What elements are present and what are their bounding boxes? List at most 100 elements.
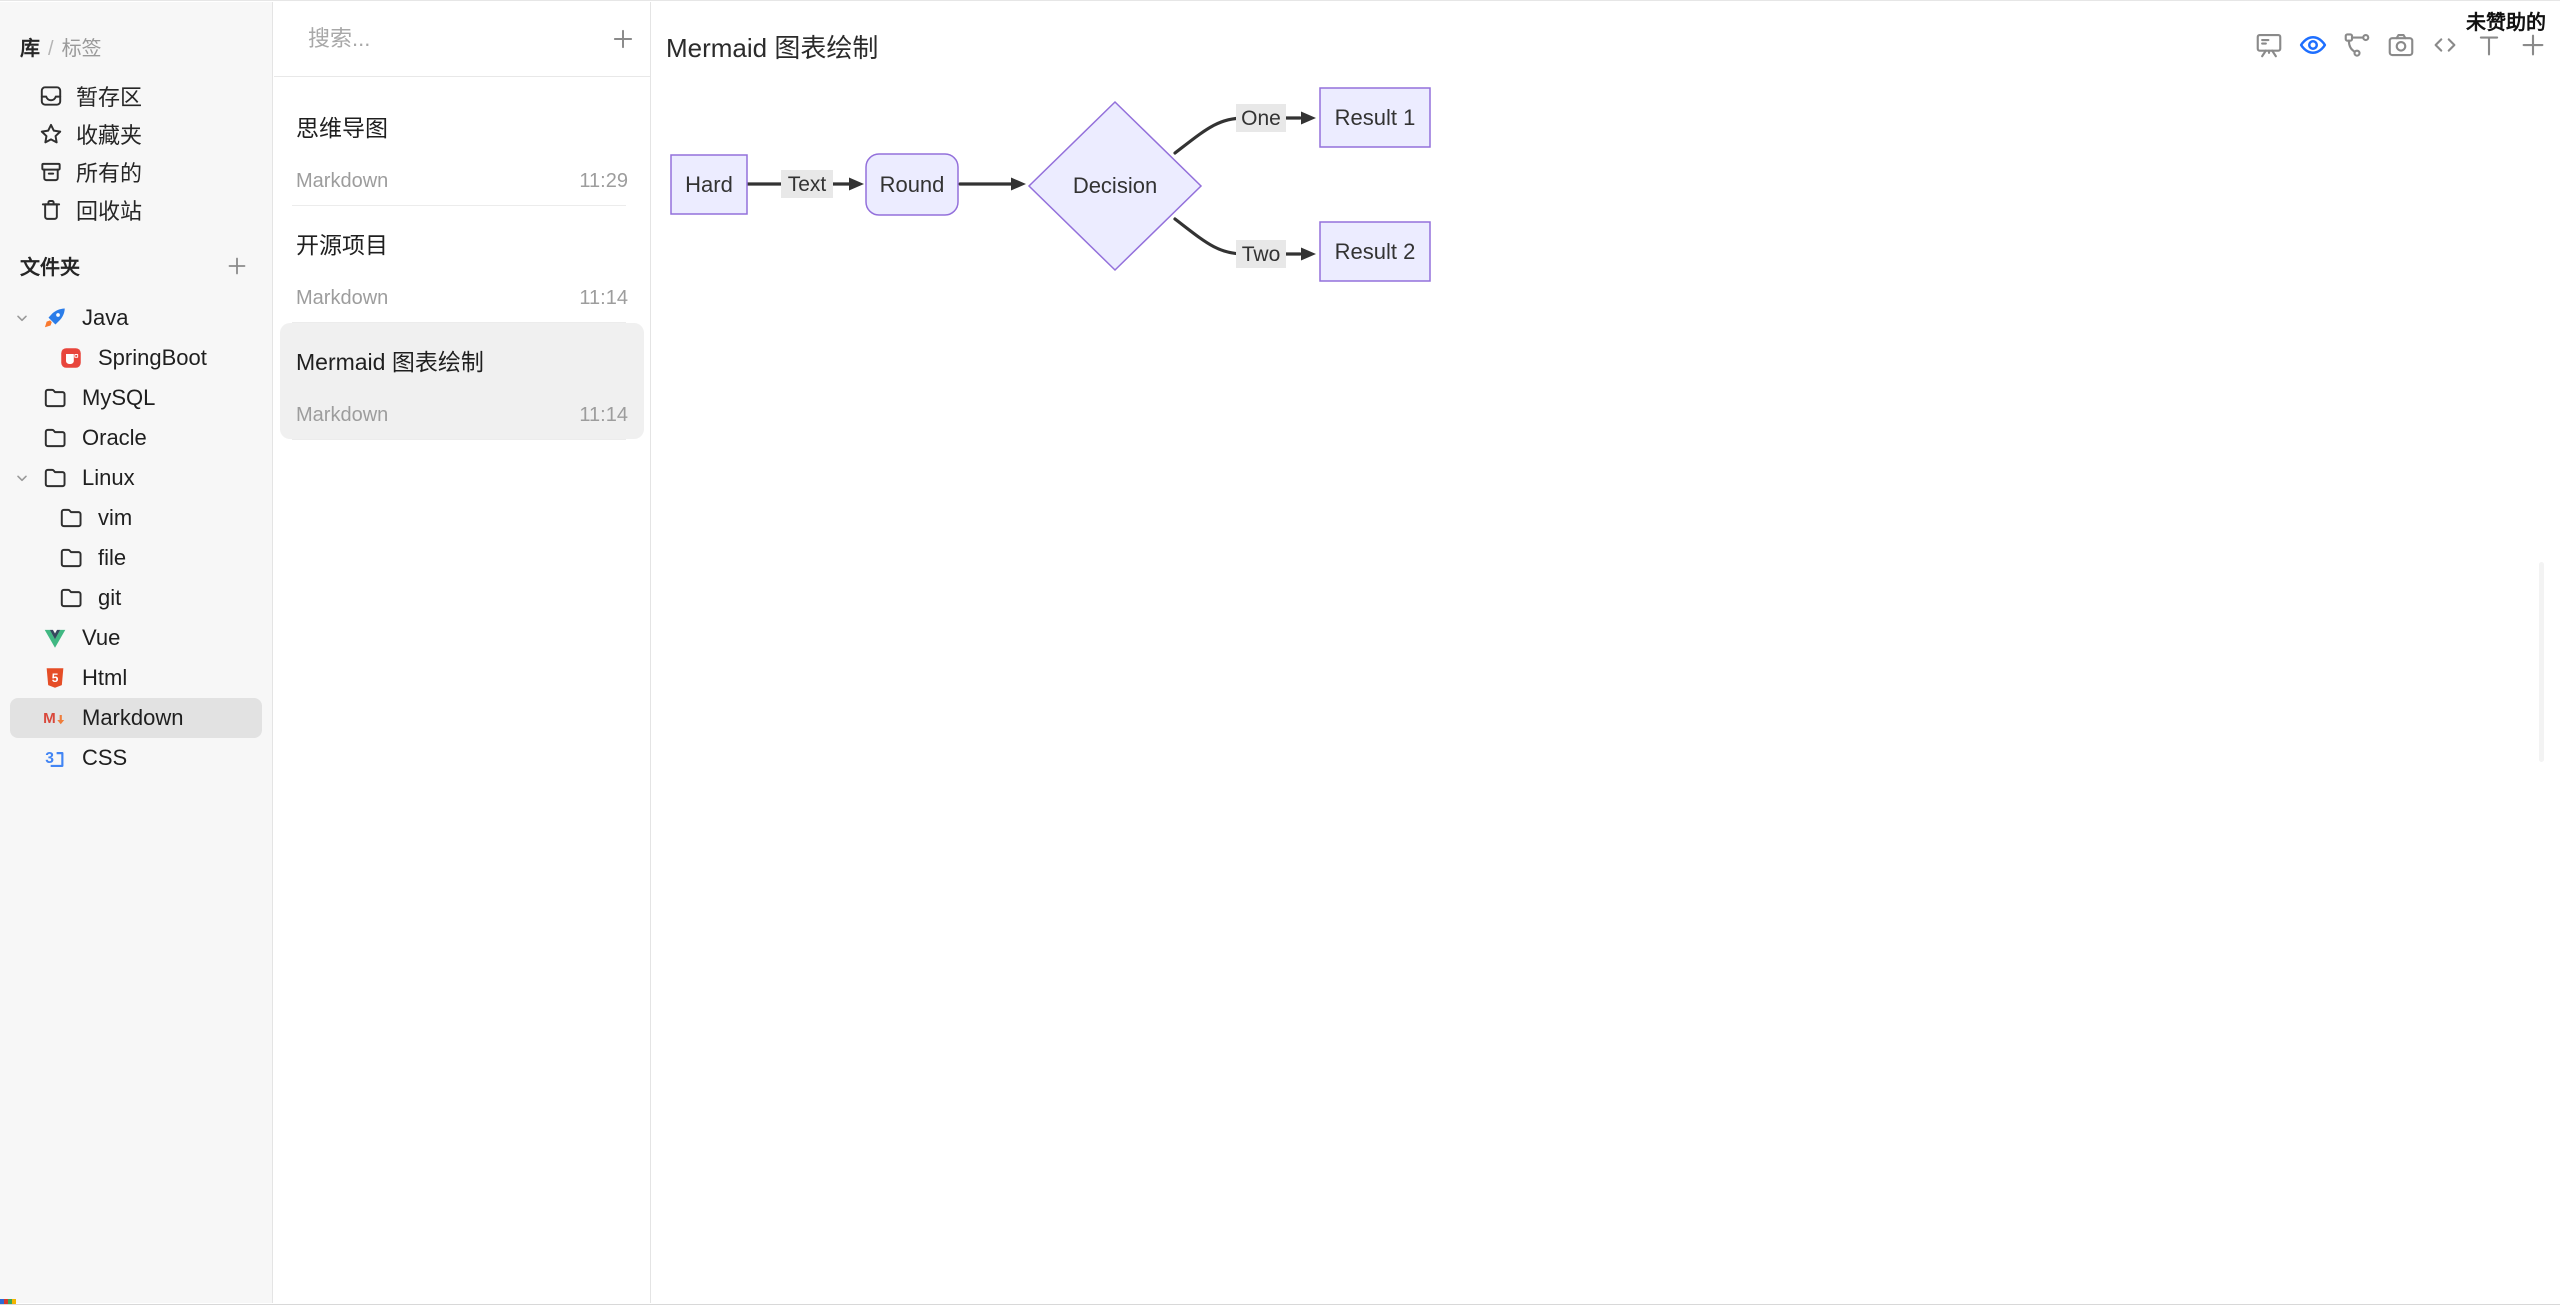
search-bar: [274, 2, 650, 77]
note-title: 开源项目: [296, 232, 388, 258]
scrollbar[interactable]: [2539, 562, 2544, 762]
folder-label: Oracle: [82, 425, 147, 450]
library-label[interactable]: 库: [20, 38, 40, 60]
folder-row-mysql[interactable]: MySQL: [0, 378, 272, 418]
folder-row-linux[interactable]: Linux: [0, 458, 272, 498]
folder-label: Vue: [82, 625, 121, 650]
node-label: Decision: [1073, 173, 1157, 198]
presentation-icon: [2256, 33, 2281, 57]
springboot-icon: [61, 348, 81, 368]
chevron-down-icon[interactable]: [14, 470, 30, 486]
folder-label: CSS: [82, 745, 128, 770]
folder-label: Java: [82, 305, 129, 330]
note-time: 11:29: [579, 170, 628, 192]
folder-icon: [44, 388, 66, 408]
tags-label[interactable]: 标签: [61, 38, 102, 60]
folder-row-vim[interactable]: vim: [0, 498, 272, 538]
folder-label: vim: [98, 505, 133, 530]
folder-row-html[interactable]: 5 Html: [0, 658, 272, 698]
node-result2: [1319, 221, 1431, 282]
node-label: Round: [880, 172, 945, 197]
edge-label: One: [1241, 107, 1281, 130]
library-items: 暂存区 收藏夹 所有的 回收站: [0, 77, 272, 229]
plus-icon: [613, 29, 633, 49]
vue-icon: [44, 629, 66, 648]
sponsor-badge: 未赞助的: [2466, 12, 2546, 34]
archive-icon: [41, 162, 61, 182]
sidebar-item-trash[interactable]: 回收站: [0, 191, 272, 229]
folder-icon: [60, 588, 82, 608]
java-icon: [44, 308, 65, 328]
edge-label: Text: [788, 173, 827, 196]
screenshot-button[interactable]: [2385, 29, 2416, 60]
css-icon: 3: [45, 750, 64, 767]
folder-label: file: [98, 545, 127, 570]
folder-row-css[interactable]: 3 CSS: [0, 738, 272, 778]
folder-label: git: [98, 585, 122, 610]
node-hard: [670, 154, 748, 215]
note-divider: [292, 322, 626, 323]
breadcrumb-separator: /: [48, 38, 54, 60]
library-sidebar: 库 / 标签 document.currentScript.previousEl…: [0, 2, 273, 1303]
sidebar-item-label: 所有的: [76, 161, 143, 186]
add-folder-button[interactable]: [224, 253, 250, 279]
folder-icon: [44, 468, 66, 488]
inbox-icon: [40, 86, 62, 106]
note-type: Markdown: [296, 404, 389, 426]
node-label: Result 1: [1335, 105, 1416, 130]
note-time: 11:14: [579, 404, 628, 426]
folder-row-git[interactable]: git: [0, 578, 272, 618]
folders-header: 文件夹: [20, 251, 250, 280]
note-type: Markdown: [296, 170, 389, 192]
preview-eye-icon: [2299, 35, 2326, 54]
note-time: 11:14: [579, 287, 628, 309]
search-input[interactable]: [308, 26, 596, 52]
folder-row-vue[interactable]: Vue: [0, 618, 272, 658]
note-item[interactable]: 思维导图 Markdown 11:29: [280, 89, 644, 205]
editor-toolbar: [2253, 29, 2548, 60]
folder-row-java[interactable]: Java: [0, 298, 272, 338]
folder-row-springboot[interactable]: SpringBoot: [0, 338, 272, 378]
folder-label: Markdown: [82, 705, 184, 730]
note-item[interactable]: 开源项目 Markdown 11:14: [280, 206, 644, 322]
folder-label: SpringBoot: [98, 345, 207, 370]
folder-row-oracle[interactable]: Oracle: [0, 418, 272, 458]
plus-icon: [228, 257, 246, 274]
html-icon: 5: [46, 668, 64, 688]
note-item-selected[interactable]: Mermaid 图表绘制 Markdown 11:14: [280, 323, 644, 439]
folder-row-file[interactable]: file: [0, 538, 272, 578]
sidebar-item-all[interactable]: 所有的: [0, 153, 272, 191]
preview-button[interactable]: [2297, 29, 2328, 60]
flow-edge-labels: Text One Two: [781, 104, 1286, 268]
chevron-down-icon[interactable]: [14, 310, 30, 326]
add-block-button[interactable]: [2517, 29, 2548, 60]
note-divider: [292, 205, 626, 206]
folder-label: MySQL: [82, 385, 156, 410]
plus-icon: [2522, 34, 2543, 55]
sidebar-item-favorites[interactable]: 收藏夹: [0, 115, 272, 153]
note-type: Markdown: [296, 287, 389, 309]
new-note-button[interactable]: [610, 26, 636, 52]
folders-header-label: 文件夹: [20, 257, 80, 279]
render-artifact: [0, 1299, 16, 1304]
typography-icon: [2479, 35, 2498, 55]
arrowhead: [1011, 177, 1026, 191]
typography-button[interactable]: [2473, 29, 2504, 60]
edge-label: Two: [1242, 243, 1281, 266]
folder-icon: [60, 548, 82, 568]
trash-icon: [41, 200, 61, 220]
sidebar-item-label: 暂存区: [76, 85, 143, 110]
graph-button[interactable]: [2341, 29, 2372, 60]
folder-icon: [60, 508, 82, 528]
document-title: Mermaid 图表绘制: [666, 33, 879, 63]
notes-list: 思维导图 Markdown 11:29 开源项目 Markdown 11:14 …: [274, 77, 650, 440]
node-label: Result 2: [1335, 239, 1416, 264]
source-code-button[interactable]: [2429, 29, 2460, 60]
library-breadcrumb: 库 / 标签: [20, 32, 272, 61]
sidebar-item-scratch[interactable]: 暂存区: [0, 77, 272, 115]
presentation-button[interactable]: [2253, 29, 2284, 60]
folder-row-markdown[interactable]: M Markdown: [10, 698, 262, 738]
svg-text:3: 3: [45, 750, 54, 767]
folder-tree: Java SpringBoot MySQL Oracle Linux vim: [0, 298, 272, 778]
notes-panel: 思维导图 Markdown 11:29 开源项目 Markdown 11:14 …: [274, 2, 651, 1303]
